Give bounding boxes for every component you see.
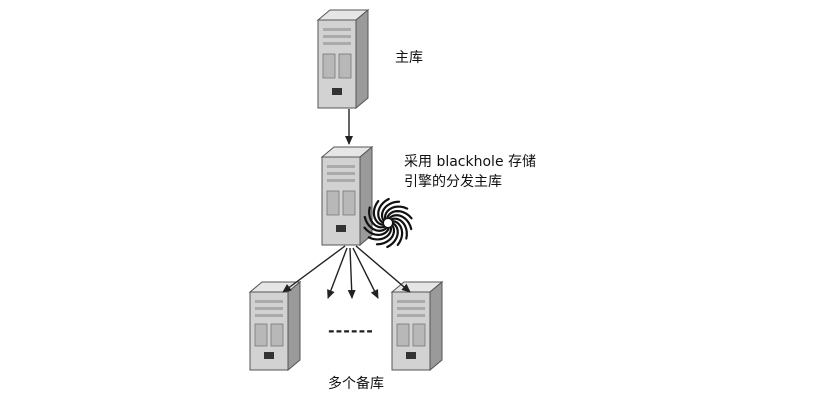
master-server-icon: [316, 8, 370, 110]
fanout-arrow-4: [352, 247, 379, 299]
blackhole-swirl-arm: [383, 205, 409, 221]
fanout-arrow-5: [355, 245, 411, 293]
blackhole-swirl-arm: [363, 225, 390, 236]
blackhole-swirl-arm: [375, 223, 396, 246]
fanout-arrow-2: [327, 247, 348, 299]
distributor-server-icon: [320, 145, 374, 247]
blackhole-swirl-arm: [389, 217, 408, 240]
blackhole-swirl-arm: [380, 200, 401, 223]
replica-server-left-icon: [248, 280, 302, 372]
blackhole-swirl-arm: [368, 206, 387, 229]
blackhole-swirl-icon: [363, 197, 413, 249]
blackhole-swirl-arm: [387, 214, 413, 231]
distributor-label-line1: 采用 blackhole 存储: [404, 154, 537, 170]
replicas-label: 多个备库: [328, 376, 384, 392]
blackhole-swirl-arm: [372, 199, 386, 226]
master-label: 主库: [395, 50, 423, 66]
replicas-ellipsis: ------: [328, 321, 374, 340]
blackhole-swirl-arm: [367, 225, 393, 241]
distributor-label-line2: 引擎的分发主库: [404, 174, 502, 190]
replica-server-right-icon: [390, 280, 444, 372]
blackhole-swirl-arm: [386, 210, 413, 221]
blackhole-swirl-arm: [386, 221, 399, 249]
blackhole-swirl-arm: [390, 220, 404, 247]
blackhole-center: [384, 219, 392, 227]
blackhole-swirl-arm: [377, 197, 390, 225]
blackhole-swirl-arm: [363, 215, 389, 232]
fanout-arrow-3: [347, 247, 356, 299]
fanout-arrow-1: [282, 245, 346, 293]
